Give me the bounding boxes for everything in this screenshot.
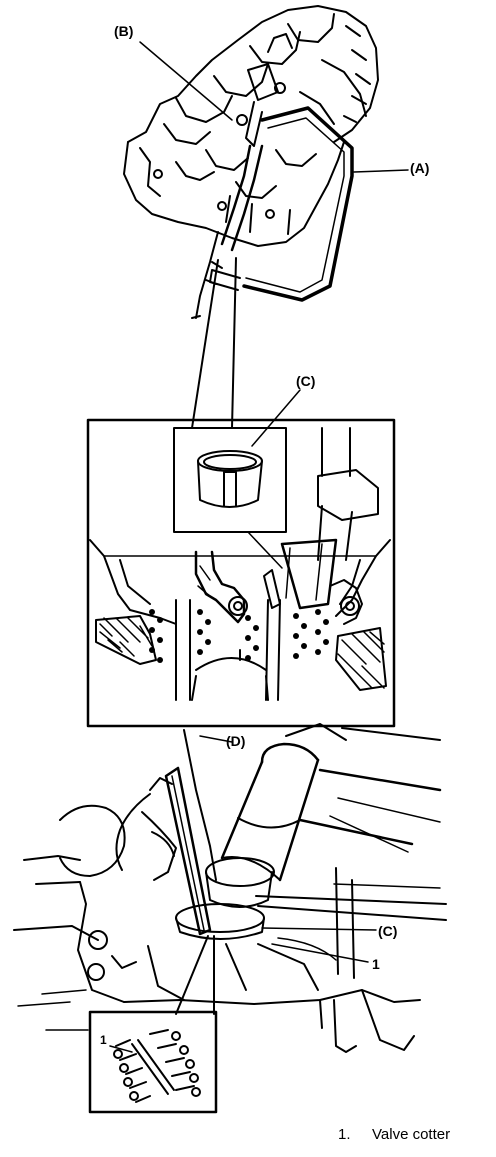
callout-label-b: (B) <box>114 23 134 39</box>
valve-section-inset <box>86 389 396 728</box>
callout-label-d: (D) <box>226 733 246 749</box>
callout-leader-b <box>139 41 233 121</box>
callout-label-a: (A) <box>410 160 430 176</box>
cotter-installation-view <box>13 723 447 1053</box>
zoom-line-right <box>231 257 237 429</box>
callout-leader-a <box>353 169 409 173</box>
legend-number: 1. <box>338 1126 351 1143</box>
zoom-line-bottom-left <box>175 935 209 1015</box>
legend-text: Valve cotter <box>372 1126 451 1143</box>
cotter-closeup-inset <box>88 1010 218 1114</box>
callout-label-c-lower: (C) <box>378 923 398 939</box>
zoom-line-left <box>191 259 219 429</box>
cylinder-head-top-view <box>123 5 379 319</box>
callout-label-c-upper: (C) <box>296 373 316 389</box>
callout-label-1-inset: 1 <box>100 1033 107 1047</box>
callout-label-1-main: 1 <box>372 956 380 972</box>
